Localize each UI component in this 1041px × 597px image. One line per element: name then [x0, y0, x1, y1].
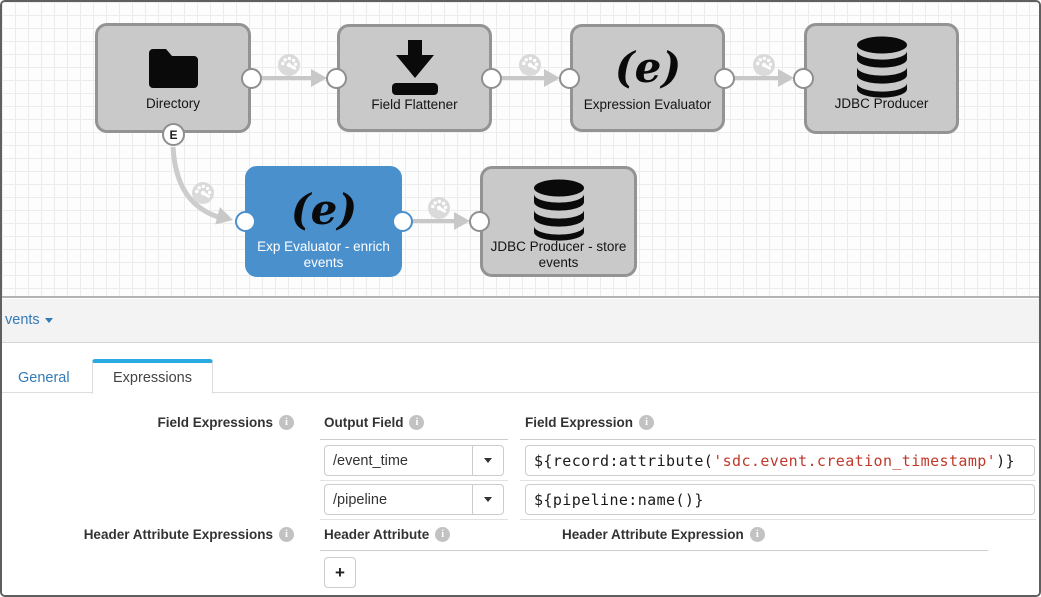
output-field-header: Output Field i — [324, 415, 425, 430]
stage-label: Exp Evaluator - enrich events — [257, 239, 390, 270]
divider — [320, 480, 508, 481]
divider — [520, 439, 1036, 440]
stage-label: Expression Evaluator — [583, 97, 712, 112]
flatten-icon — [340, 37, 489, 99]
pipeline-connectors — [170, 54, 794, 230]
stage-node-expression-evaluator[interactable]: (e) Expression Evaluator — [570, 24, 725, 132]
stage-node-jdbc-producer[interactable]: JDBC Producer — [804, 23, 959, 134]
field-expression-input[interactable]: ${pipeline:name()} — [525, 484, 1035, 515]
field-flattener-input-port[interactable] — [326, 68, 347, 89]
header-attribute-expressions-label: Header Attribute Expressions i — [2, 527, 294, 542]
metrics-gauge-icon — [278, 54, 300, 76]
divider — [320, 439, 508, 440]
stage-label: Field Flattener — [371, 97, 458, 112]
expression-icon: (e) — [248, 179, 399, 241]
header-attribute-expression-header: Header Attribute Expression i — [562, 527, 765, 542]
output-field-dropdown-button[interactable] — [472, 484, 504, 515]
svg-text:(e): (e) — [614, 43, 680, 92]
info-icon[interactable]: i — [435, 527, 451, 542]
divider — [520, 519, 1036, 520]
directory-output-port[interactable] — [241, 68, 262, 89]
field-expression-header: Field Expression i — [525, 415, 655, 430]
stage-selector-dropdown[interactable]: vents — [5, 312, 53, 328]
expressions-config-form: Field Expressions i Output Field i Field… — [2, 393, 1039, 595]
output-field-input[interactable] — [324, 484, 474, 515]
add-header-attribute-button[interactable]: + — [324, 557, 356, 588]
tab-expressions[interactable]: Expressions — [92, 359, 213, 394]
database-icon — [483, 179, 634, 241]
tab-expressions-label: Expressions — [113, 370, 192, 386]
divider — [320, 550, 565, 551]
caret-down-icon — [44, 317, 53, 323]
database-icon — [807, 36, 956, 98]
expression-evaluator-input-port[interactable] — [559, 68, 580, 89]
header-attribute-header: Header Attribute i — [324, 527, 451, 542]
expression-evaluator-output-port[interactable] — [714, 68, 735, 89]
info-icon[interactable]: i — [279, 415, 294, 430]
info-icon[interactable]: i — [749, 527, 765, 542]
caret-down-icon — [484, 458, 492, 463]
stage-node-exp-evaluator-enrich-events[interactable]: (e) Exp Evaluator - enrich events — [245, 166, 402, 277]
event-port-label: E — [169, 127, 178, 142]
stage-node-directory[interactable]: Directory — [95, 23, 251, 133]
stage-node-jdbc-producer-store-events[interactable]: JDBC Producer - store events — [480, 166, 637, 277]
stage-label: Directory — [145, 96, 200, 111]
stage-node-field-flattener[interactable]: Field Flattener — [337, 24, 492, 132]
info-icon[interactable]: i — [279, 527, 294, 542]
divider — [560, 550, 988, 551]
stage-label: JDBC Producer - store events — [490, 239, 627, 270]
svg-text:(e): (e) — [290, 185, 356, 234]
exp-evaluator-enrich-input-port[interactable] — [235, 211, 256, 232]
info-icon[interactable]: i — [639, 415, 655, 430]
info-icon[interactable]: i — [409, 415, 425, 430]
stage-config-header-bar: vents — [2, 299, 1039, 343]
expression-icon: (e) — [573, 37, 722, 99]
metrics-gauge-icon — [192, 182, 214, 204]
stage-selector-label: vents — [5, 312, 40, 328]
field-expression-input[interactable]: ${record:attribute('sdc.event.creation_t… — [525, 445, 1035, 476]
output-field-input[interactable] — [324, 445, 474, 476]
pipeline-canvas[interactable]: Directory Field Flattener (e) Expression… — [2, 2, 1039, 298]
field-flattener-output-port[interactable] — [481, 68, 502, 89]
metrics-gauge-icon — [428, 197, 450, 219]
divider — [320, 519, 508, 520]
divider — [520, 480, 1036, 481]
exp-evaluator-enrich-output-port[interactable] — [392, 211, 413, 232]
config-tabbar: General Expressions — [2, 343, 1039, 394]
directory-event-port[interactable]: E — [162, 123, 185, 146]
field-expressions-label: Field Expressions i — [2, 415, 294, 430]
jdbc-producer-store-input-port[interactable] — [469, 211, 490, 232]
tab-general[interactable]: General — [18, 370, 70, 386]
caret-down-icon — [484, 497, 492, 502]
stage-label: JDBC Producer — [834, 96, 929, 111]
folder-icon — [98, 36, 248, 98]
metrics-gauge-icon — [753, 54, 775, 76]
metrics-gauge-icon — [519, 54, 541, 76]
jdbc-producer-input-port[interactable] — [793, 68, 814, 89]
output-field-dropdown-button[interactable] — [472, 445, 504, 476]
